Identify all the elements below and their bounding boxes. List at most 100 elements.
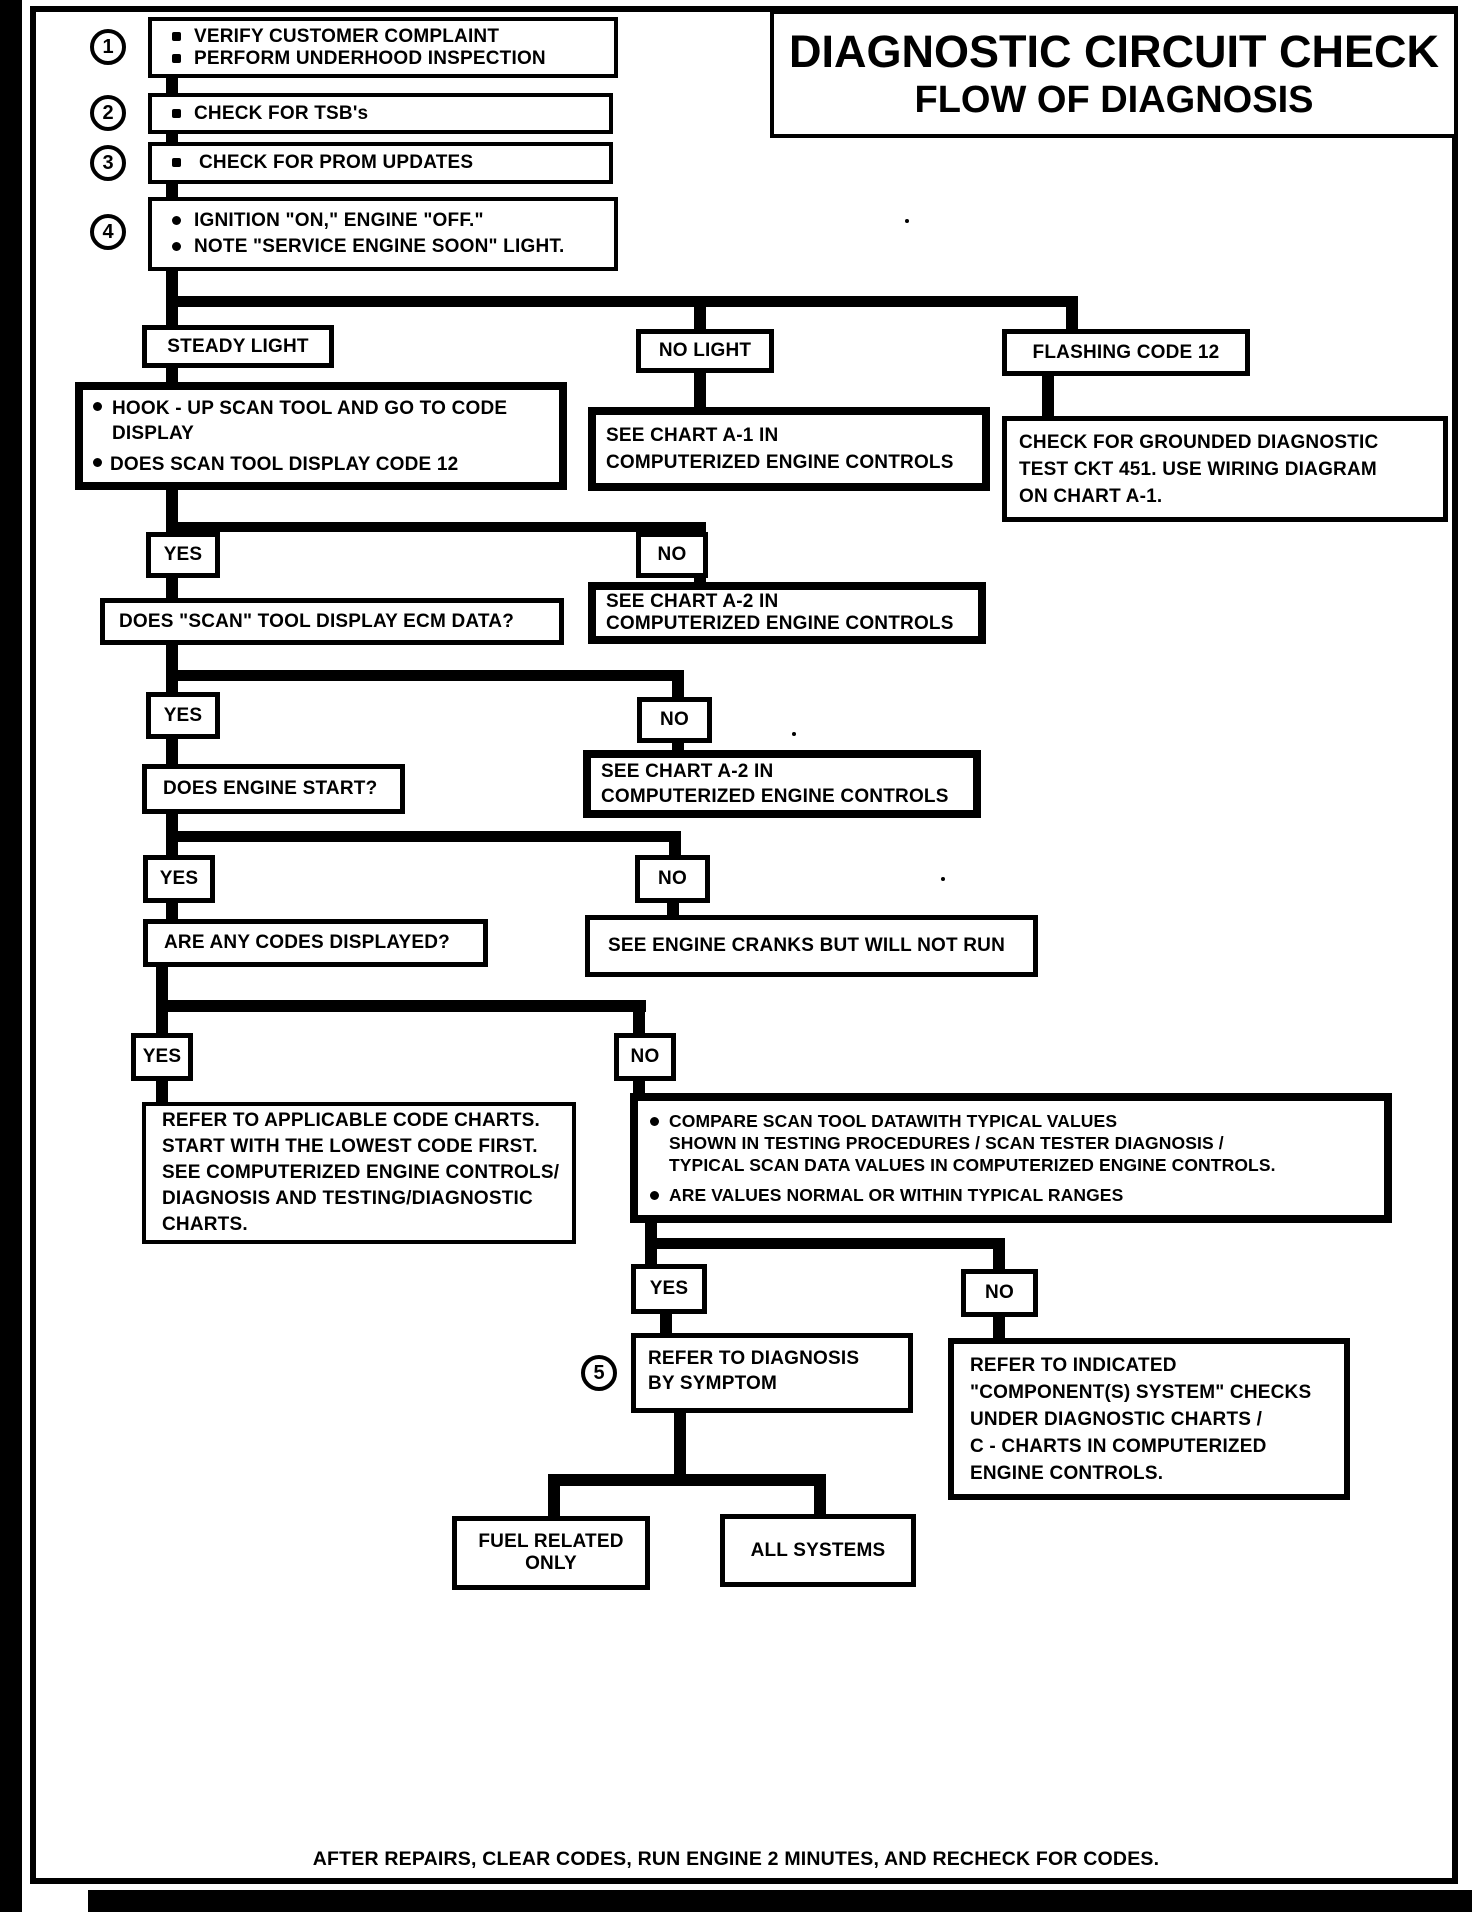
bullet-icon <box>93 401 102 411</box>
branch-label: STEADY LIGHT <box>167 335 309 357</box>
bullet-icon <box>172 53 181 63</box>
connector <box>1042 376 1054 418</box>
connector <box>548 1474 826 1486</box>
component-line: REFER TO INDICATED <box>970 1354 1177 1376</box>
chart-a2-line: COMPUTERIZED ENGINE CONTROLS <box>601 786 949 807</box>
step-number: 4 <box>102 220 114 243</box>
no-box-b: NO <box>637 697 712 743</box>
engine-cranks-box: SEE ENGINE CRANKS BUT WILL NOT RUN <box>585 915 1038 977</box>
yes-box-b: YES <box>146 692 220 739</box>
compare-line: COMPARE SCAN TOOL DATAWITH TYPICAL VALUE… <box>669 1111 1118 1131</box>
hookup-box: HOOK - UP SCAN TOOL AND GO TO CODE DISPL… <box>75 382 567 490</box>
connector <box>166 296 1078 307</box>
engine-start-question: DOES ENGINE START? <box>163 778 378 799</box>
step-text: IGNITION "ON," ENGINE "OFF." <box>194 210 484 231</box>
bullet-icon <box>172 216 181 225</box>
page-frame <box>30 6 1458 1884</box>
connector <box>166 831 681 842</box>
yes-box-a: YES <box>146 532 220 578</box>
connector <box>166 296 178 330</box>
yes-label: YES <box>163 704 203 726</box>
grounded-test-box: CHECK FOR GROUNDED DIAGNOSTIC TEST CKT 4… <box>1002 416 1448 522</box>
bullet-icon <box>172 242 181 251</box>
connector <box>166 490 178 524</box>
code-charts-line: START WITH THE LOWEST CODE FIRST. <box>162 1136 538 1157</box>
yes-label: YES <box>163 544 203 565</box>
chart-a2-line: SEE CHART A-2 IN <box>601 761 774 782</box>
scan-edge-left <box>0 0 22 1912</box>
connector <box>548 1474 560 1518</box>
connector <box>166 522 706 532</box>
fuel-related-box: FUEL RELATED ONLY <box>452 1516 650 1590</box>
step-text: CHECK FOR PROM UPDATES <box>199 152 474 173</box>
bullet-icon <box>650 1117 659 1126</box>
scan-edge-bottom <box>88 1890 1472 1912</box>
compare-line: SHOWN IN TESTING PROCEDURES / SCAN TESTE… <box>669 1133 1224 1153</box>
grounded-line: TEST CKT 451. USE WIRING DIAGRAM <box>1019 458 1377 480</box>
component-line: UNDER DIAGNOSTIC CHARTS / <box>970 1408 1263 1430</box>
connector <box>166 739 178 765</box>
component-line: "COMPONENT(S) SYSTEM" CHECKS <box>970 1381 1312 1403</box>
component-checks-box: REFER TO INDICATED "COMPONENT(S) SYSTEM"… <box>948 1338 1350 1500</box>
yes-label: YES <box>159 868 199 889</box>
bullet-icon <box>172 108 181 118</box>
codes-displayed-question: ARE ANY CODES DISPLAYED? <box>164 932 450 953</box>
code-charts-line: REFER TO APPLICABLE CODE CHARTS. <box>162 1110 540 1131</box>
engine-start-box: DOES ENGINE START? <box>142 764 405 814</box>
step-circle-1: 1 <box>90 29 126 65</box>
compare-text: COMPARE SCAN TOOL DATAWITH TYPICAL VALUE… <box>669 1110 1276 1176</box>
fuel-line: ONLY <box>525 1553 577 1574</box>
all-systems-box: ALL SYSTEMS <box>720 1514 916 1587</box>
connector <box>993 1238 1005 1270</box>
step-number: 1 <box>102 35 114 58</box>
no-label: NO <box>985 1282 1014 1303</box>
bullet-icon <box>172 31 181 41</box>
yes-label: YES <box>142 1046 182 1067</box>
step-circle-3: 3 <box>90 145 126 181</box>
bullet-icon <box>93 457 102 467</box>
connector <box>660 1314 672 1334</box>
connector <box>694 373 706 409</box>
grounded-line: ON CHART A-1. <box>1019 485 1163 507</box>
fuel-line: FUEL RELATED <box>478 1531 624 1552</box>
scan-speck <box>905 219 909 223</box>
bullet-icon <box>650 1191 659 1200</box>
code-charts-line: DIAGNOSIS AND TESTING/DIAGNOSTIC <box>162 1188 533 1209</box>
bullet-icon <box>172 158 181 167</box>
codes-displayed-box: ARE ANY CODES DISPLAYED? <box>143 919 488 967</box>
connector <box>166 578 178 598</box>
no-label: NO <box>660 709 689 730</box>
connector <box>166 903 178 920</box>
yes-box-d: YES <box>131 1033 193 1081</box>
chart-a2-box-2: SEE CHART A-2 IN COMPUTERIZED ENGINE CON… <box>583 750 981 818</box>
connector <box>674 1413 686 1481</box>
yes-box-c: YES <box>143 855 215 903</box>
hookup-line: DOES SCAN TOOL DISPLAY CODE 12 <box>110 453 459 475</box>
connector <box>166 270 178 302</box>
ecm-question-box: DOES "SCAN" TOOL DISPLAY ECM DATA? <box>100 598 564 645</box>
step-box-1: VERIFY CUSTOMER COMPLAINT PERFORM UNDERH… <box>148 17 618 78</box>
chart-a1-line: SEE CHART A-1 IN <box>606 425 779 446</box>
connector <box>814 1474 826 1516</box>
step-text: NOTE "SERVICE ENGINE SOON" LIGHT. <box>194 236 565 257</box>
step-box-2: CHECK FOR TSB's <box>148 93 613 134</box>
chart-a2-box-1: SEE CHART A-2 IN COMPUTERIZED ENGINE CON… <box>588 582 986 644</box>
compare-line: ARE VALUES NORMAL OR WITHIN TYPICAL RANG… <box>669 1185 1124 1205</box>
no-box-c: NO <box>635 855 710 903</box>
connector <box>156 1000 646 1012</box>
hookup-text: HOOK - UP SCAN TOOL AND GO TO CODE DISPL… <box>112 396 507 446</box>
connector <box>166 182 178 198</box>
scan-speck <box>941 877 945 881</box>
symptom-box: REFER TO DIAGNOSIS BY SYMPTOM <box>631 1333 913 1413</box>
symptom-line: REFER TO DIAGNOSIS <box>648 1348 860 1369</box>
step-text: PERFORM UNDERHOOD INSPECTION <box>194 47 546 69</box>
no-box-e: NO <box>961 1269 1038 1317</box>
code-charts-line: SEE COMPUTERIZED ENGINE CONTROLS/ <box>162 1162 560 1183</box>
no-box-a: NO <box>636 532 708 578</box>
connector <box>667 903 679 917</box>
step-text: VERIFY CUSTOMER COMPLAINT <box>194 25 500 47</box>
connector <box>633 1081 645 1095</box>
footer-note: AFTER REPAIRS, CLEAR CODES, RUN ENGINE 2… <box>312 1848 1160 1870</box>
page-title: DIAGNOSTIC CIRCUIT CHECK <box>789 26 1439 77</box>
code-charts-line: CHARTS. <box>162 1214 248 1235</box>
